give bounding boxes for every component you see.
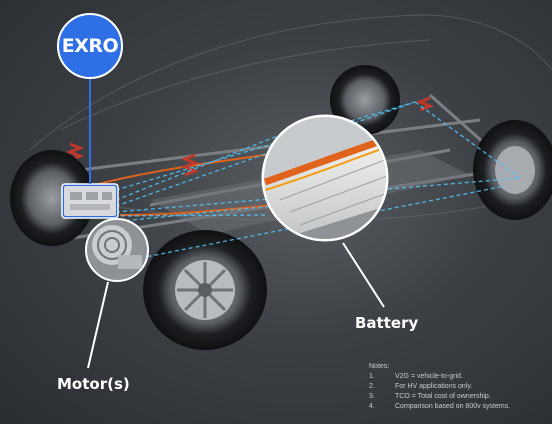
battery-leader-line [342,242,385,308]
note-item: 4. Comparison based on 800v systems. [369,402,510,412]
note-text: V2G = vehicle-to-grid. [395,373,463,380]
exro-logo: EXRO [57,13,123,79]
suspension-springs [65,96,435,177]
front-left-wheel [10,150,94,246]
battery-callout [261,114,389,242]
note-item: 3. TCO = Total cost of ownership. [369,392,510,402]
notes-block: Notes: 1. V2G = vehicle-to-grid. 2. For HV… [369,362,510,412]
motor-leader-line [87,281,109,369]
notes-title: Notes: [369,363,390,370]
note-number: 1. [369,373,375,380]
rear-left-wheel [330,65,400,135]
note-number: 4. [369,403,375,410]
note-item: 1. V2G = vehicle-to-grid. [369,372,510,382]
motor-callout [85,218,149,282]
motor-label: Motor(s) [57,375,130,393]
logo-text: EXRO [61,35,119,57]
note-text: TCO = Total cost of ownership. [395,393,491,400]
front-right-wheel [143,230,267,350]
note-number: 3. [369,393,375,400]
note-number: 2. [369,383,375,390]
battery-label: Battery [355,314,419,332]
inverter-module [61,183,119,219]
note-item: 2. For HV applications only. [369,382,510,392]
note-text: For HV applications only. [395,383,473,390]
note-text: Comparison based on 800v systems. [395,403,511,410]
rear-right-wheel [473,120,552,220]
